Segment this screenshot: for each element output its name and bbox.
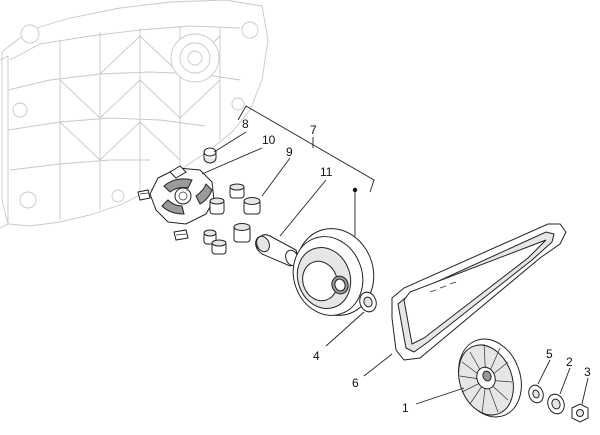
washer-5 [528,384,544,404]
roller-9d [233,223,251,243]
ramp-plate [149,165,215,225]
callout-8: 8 [242,117,249,131]
drive-belt [391,223,567,361]
variator-pulley [292,228,375,316]
washer-2 [547,393,565,415]
callout-1: 1 [402,401,409,415]
roller-9b [243,197,261,215]
callout-10: 10 [262,133,276,147]
callout-7: 7 [310,123,317,137]
callout-6: 6 [352,376,359,390]
callout-2: 2 [566,355,573,369]
roller-9f [211,239,227,255]
washer-4 [359,291,377,313]
ramp-slider-left [137,189,151,201]
engine-crankcase [0,0,269,229]
group-bracket [237,105,375,193]
roller-8 [203,147,217,164]
nut-3 [571,403,589,423]
fan-pulley [458,338,522,418]
bushing-11 [255,234,299,267]
callout-labels: 1 2 3 4 5 6 7 8 9 10 11 [242,117,591,415]
callout-4: 4 [313,349,320,363]
roller-9a [229,183,245,199]
callout-11: 11 [320,165,333,179]
roller-9c [209,197,225,215]
ramp-slider-bottom [173,229,189,241]
callout-5: 5 [546,347,553,361]
callout-9: 9 [286,145,293,159]
callout-3: 3 [584,365,591,379]
leader-lines [201,131,589,405]
